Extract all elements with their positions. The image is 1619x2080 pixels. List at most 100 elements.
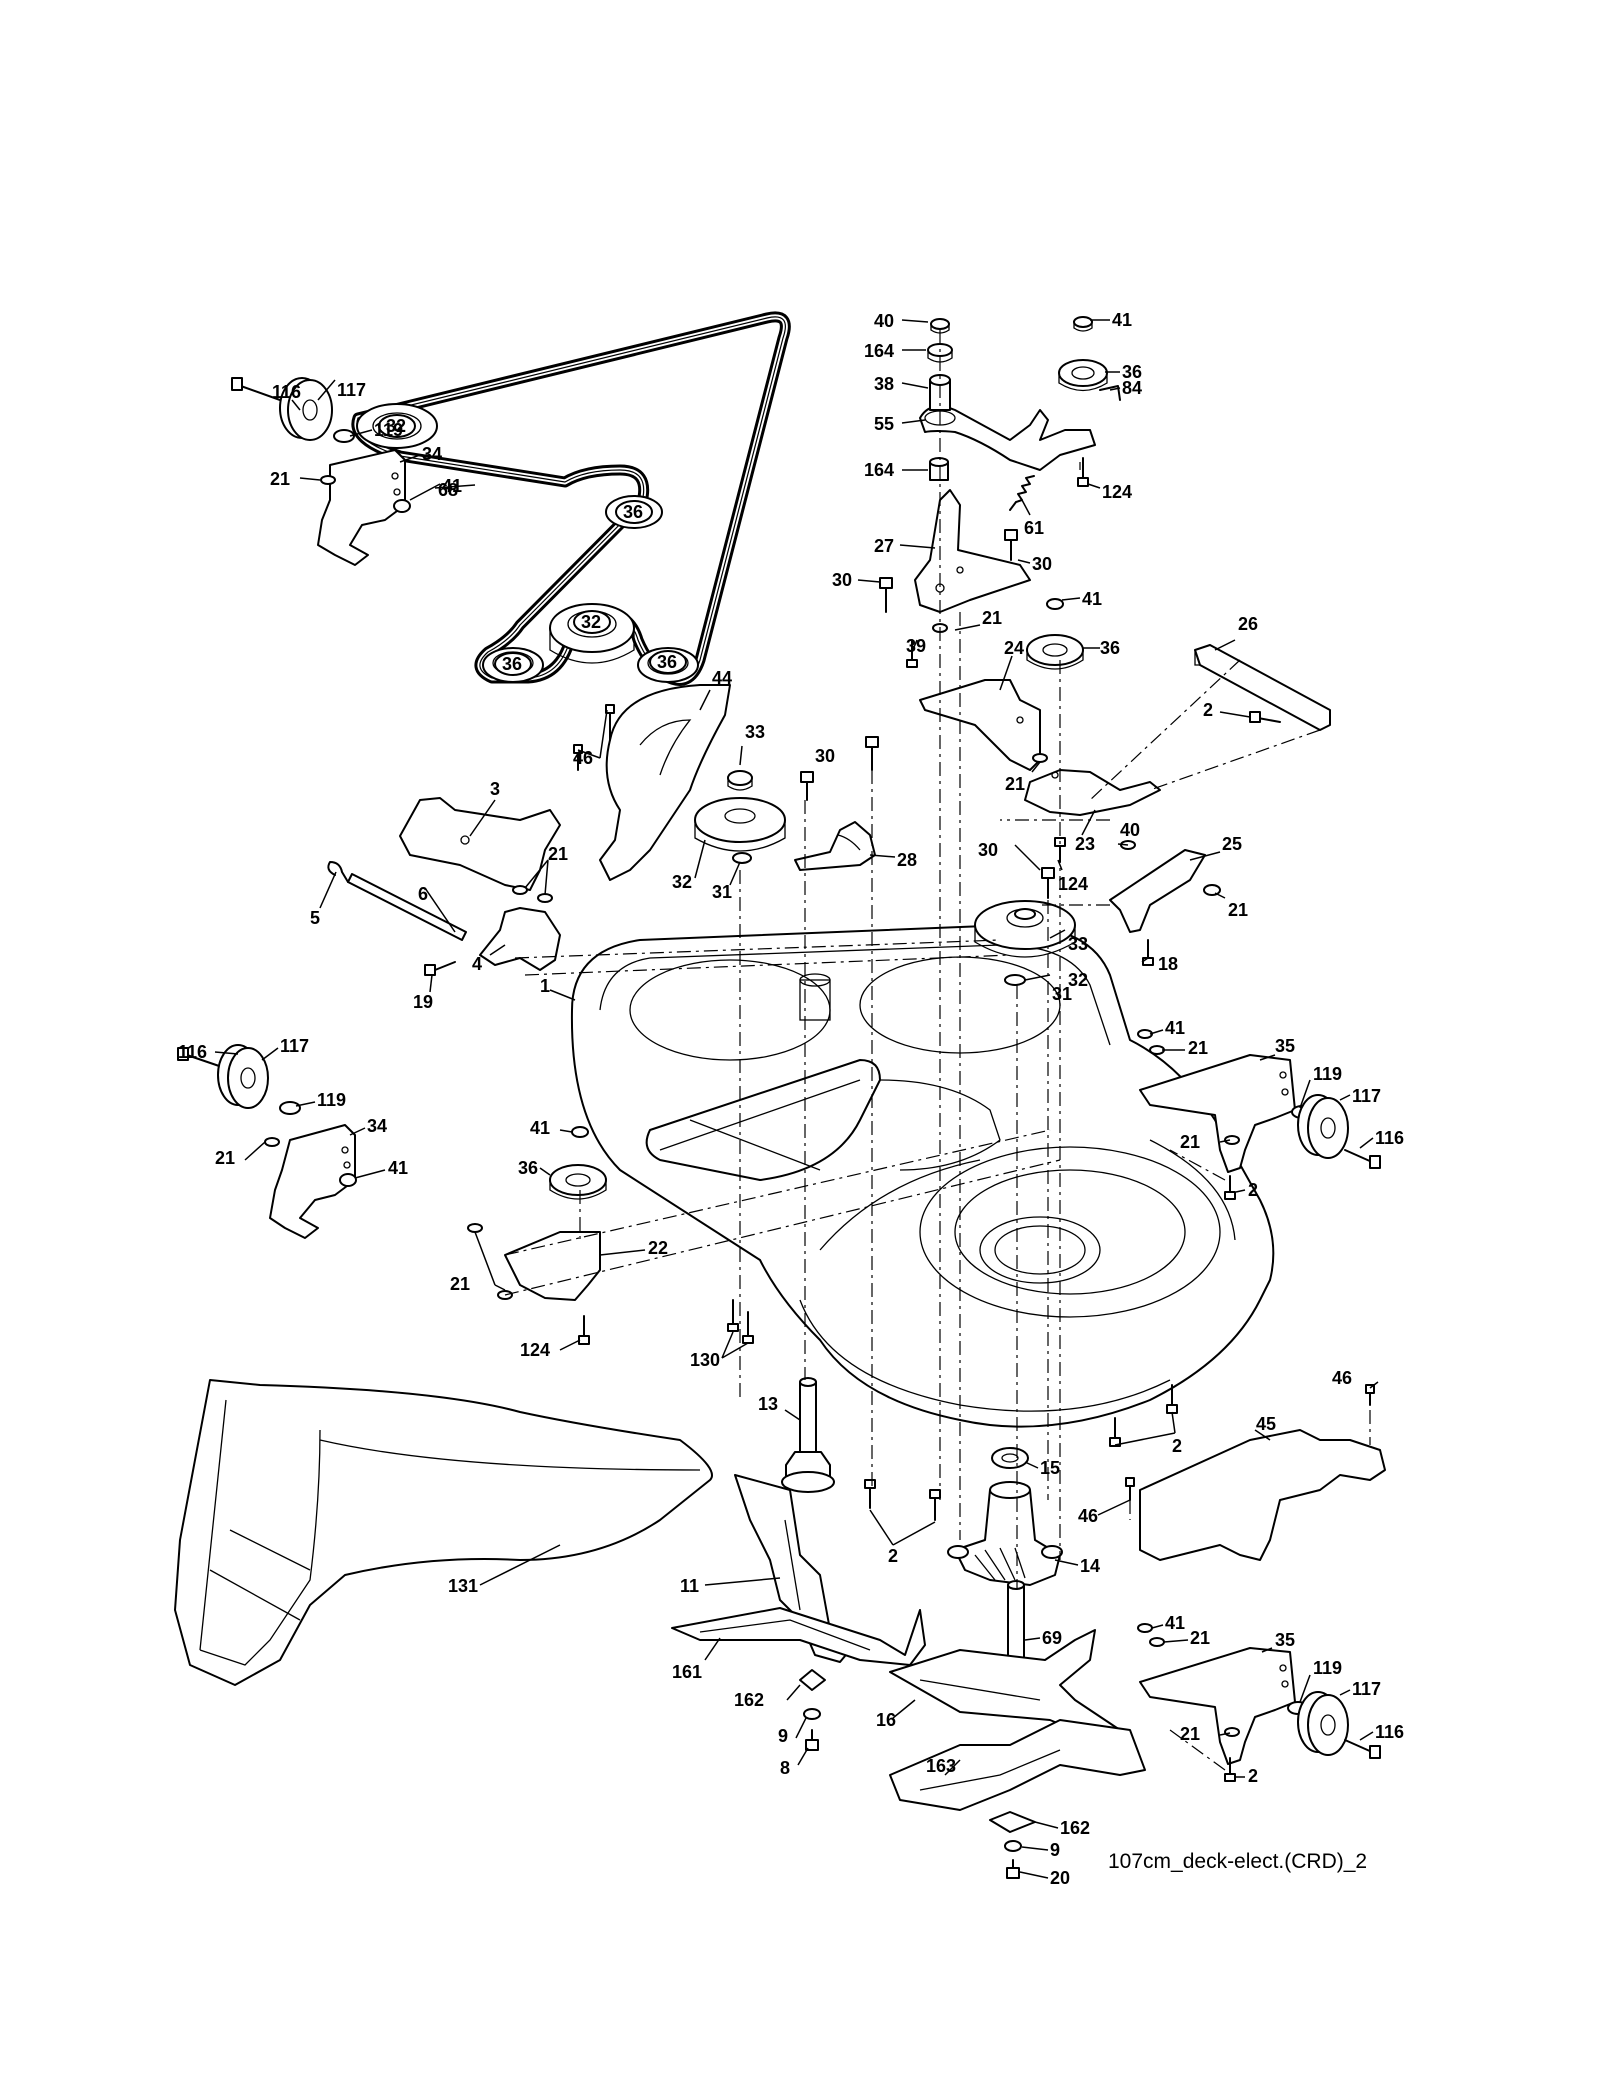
part-label: 36 (518, 1158, 538, 1178)
part-label: 40 (874, 311, 894, 331)
bolt-30-middle (1041, 867, 1055, 899)
part-label: 46 (1078, 1506, 1098, 1526)
bracket-26 (1194, 644, 1331, 731)
part-label: 46 (1332, 1368, 1352, 1388)
bolt-46-mid (1125, 1477, 1135, 1501)
pulley-33-right (974, 900, 1076, 958)
part-label: 41 (1082, 589, 1102, 609)
part-label: 55 (874, 414, 894, 434)
nut-21-right-upper (1149, 1045, 1165, 1055)
bracket-35-upper (1139, 1054, 1296, 1173)
diagram-caption: 107cm_deck-elect.(CRD)_2 (1108, 1850, 1367, 1873)
nut-21-mid-right (1032, 753, 1048, 763)
part-label: 38 (874, 374, 894, 394)
bracket-22 (504, 1231, 601, 1301)
part-label: 1 (540, 976, 550, 996)
part-label: 164 (864, 460, 894, 480)
wheel-117-right-upper (1297, 1094, 1349, 1159)
deflector-45 (1139, 1429, 1386, 1561)
bolt-2-right-upper (1224, 1175, 1236, 1200)
nut-41-upper-left (393, 499, 411, 513)
part-label: 41 (1112, 310, 1132, 330)
shaft-13 (781, 1377, 835, 1493)
pin-84 (1099, 385, 1121, 401)
part-label: 131 (448, 1576, 478, 1596)
bracket-25 (1109, 849, 1206, 933)
part-label: 39 (906, 636, 926, 656)
part-label: 16 (876, 1710, 896, 1730)
bolt-124-lower (578, 1315, 590, 1345)
nut-33-left (727, 770, 753, 791)
pulley-36-lower-left (549, 1164, 607, 1200)
part-label: 26 (1238, 614, 1258, 634)
bolt-39 (906, 639, 918, 668)
wheel-117-right-lower (1297, 1691, 1349, 1756)
spindle-housing-14 (947, 1481, 1063, 1586)
washer-31-left (732, 852, 752, 864)
part-label: 34 (367, 1116, 387, 1136)
part-label: 84 (1122, 378, 1142, 398)
blade-adapter-16 (889, 1629, 1121, 1746)
bolt-124-upper (1077, 457, 1089, 487)
bushing-164-lower (929, 457, 949, 481)
blade-adapter-11 (734, 1474, 851, 1663)
bracket-4 (479, 907, 561, 971)
bracket-34-upper (317, 449, 406, 566)
part-label: 31 (1052, 984, 1072, 1004)
part-label: 117 (1352, 1679, 1381, 1699)
washer-162-left (799, 1669, 826, 1691)
washer-119-upper (333, 429, 355, 443)
bolt-46-upper (573, 704, 615, 771)
part-label: 116 (1375, 1128, 1404, 1148)
bracket-27 (914, 489, 1031, 613)
bolt-30-pair (800, 736, 879, 801)
part-label: 30 (832, 570, 852, 590)
part-label: 124 (1102, 482, 1132, 502)
bolt-116-upper (231, 377, 281, 401)
part-label: 27 (874, 536, 894, 556)
part-label: 6 (418, 884, 428, 904)
part-label: 116 (178, 1042, 207, 1062)
nut-41-top (1073, 316, 1093, 332)
part-label: 3 (490, 779, 500, 799)
part-label: 21 (450, 1274, 470, 1294)
part-label: 11 (680, 1576, 699, 1596)
part-label: 14 (1080, 1556, 1100, 1576)
bolts-2-center (864, 1479, 941, 1521)
bolt-8 (805, 1729, 819, 1751)
part-label: 22 (648, 1238, 668, 1258)
bolt-116-right-upper (1344, 1149, 1381, 1169)
nut-21-upper-left (320, 475, 336, 485)
part-label: 24 (1004, 638, 1024, 658)
part-label: 119 (1313, 1064, 1342, 1084)
part-label: 9 (1050, 1840, 1060, 1860)
part-label: 164 (864, 341, 894, 361)
part-label: 36 (1100, 638, 1120, 658)
part-label: 162 (1060, 1818, 1090, 1838)
belt-guard-44 (599, 684, 731, 881)
part-label: 61 (1024, 518, 1044, 538)
spring-61 (1009, 475, 1035, 511)
part-label: 35 (1275, 1036, 1295, 1056)
washer-9-left (803, 1708, 821, 1720)
nut-21-right-lower (1149, 1637, 1165, 1647)
nut-21-lower-left (264, 1137, 280, 1147)
belt-pulley-label: 36 (502, 654, 522, 674)
part-label: 161 (672, 1662, 702, 1682)
blade-163 (889, 1719, 1146, 1811)
part-label: 33 (1068, 934, 1088, 954)
pulley-36-upper-right (1058, 359, 1108, 392)
part-label: 119 (1313, 1658, 1342, 1678)
part-label: 19 (413, 992, 433, 1012)
nut-41-right-upper (1137, 1029, 1153, 1039)
washer-119-lower-left (279, 1101, 301, 1115)
part-label: 2 (1248, 1766, 1258, 1786)
nut-21-pair-left (512, 885, 553, 903)
part-labels: 40 164 38 55 164 41 36 84 124 61 27 30 3… (178, 310, 1404, 1888)
part-label: 2 (1172, 1436, 1182, 1456)
washer-162-right (989, 1811, 1036, 1833)
part-label: 21 (215, 1148, 235, 1168)
part-label: 30 (978, 840, 998, 860)
part-label: 116 (1375, 1722, 1404, 1742)
